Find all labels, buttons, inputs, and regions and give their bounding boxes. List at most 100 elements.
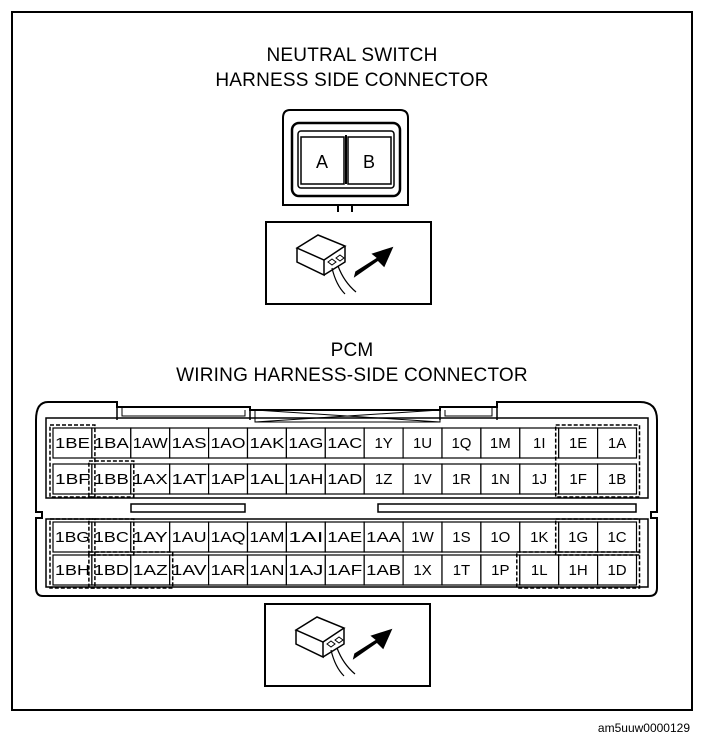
pcm-pin-cell (480, 554, 521, 586)
pcm-pin-label: 1T (453, 562, 471, 579)
pcm-pin-cell (246, 554, 288, 586)
pcm-pin-cell (324, 463, 365, 495)
pcm-pin-cell (480, 521, 521, 553)
pcm-pin-label: 1BE (55, 435, 90, 452)
pcm-pin-cell (285, 521, 326, 553)
pcm-pin-cell (130, 427, 171, 459)
pcm-pin-label: 1C (607, 529, 626, 546)
pcm-pin-label: 1H (569, 562, 588, 579)
pcm-pin-label: 1AC (327, 435, 362, 452)
pcm-pin-label: 1D (607, 562, 626, 579)
pcm-pin-label: 1X (413, 562, 431, 579)
pcm-pin-label: 1I (533, 435, 546, 452)
pcm-pin-label: 1E (569, 435, 587, 452)
pcm-pin-label: 1S (452, 529, 470, 546)
pcm-pin-cell (402, 427, 443, 459)
pcm-pin-label: 1BH (55, 562, 90, 579)
pcm-pin-cell (208, 463, 249, 495)
neutral-pin-b: B (363, 152, 375, 172)
pcm-pin-label: 1A (608, 435, 626, 452)
pcm-pin-cell (596, 554, 638, 586)
pcm-pin-label: 1M (490, 435, 511, 452)
pcm-pin-label: 1R (452, 471, 471, 488)
pcm-pin-label: 1AJ (288, 562, 323, 579)
pcm-pin-label: 1AY (133, 529, 168, 546)
pcm-pin-label: 1F (569, 471, 587, 488)
pcm-pin-label: 1AR (211, 562, 246, 579)
pcm-pin-cell (441, 463, 482, 495)
pcm-pin-label: 1AE (327, 529, 362, 546)
pcm-pin-cell (363, 554, 404, 586)
pcm-pin-cell (558, 463, 599, 495)
pcm-pin-cell (363, 427, 404, 459)
pcm-pin-label: 1AS (172, 435, 207, 452)
pcm-pin-label: 1Z (375, 471, 393, 488)
pcm-pin-label: 1BC (94, 529, 129, 546)
pcm-pin-label: 1AP (211, 471, 246, 488)
pcm-pin-group-outline (516, 551, 641, 589)
pcm-pin-cell (130, 521, 171, 553)
pcm-pin-label: 1AU (172, 529, 207, 546)
pcm-title-line1: PCM (330, 340, 374, 361)
pcm-pin-label: 1AM (250, 529, 285, 546)
pcm-pin-cell (91, 521, 132, 553)
pcm-pin-cell (402, 521, 443, 553)
pcm-pin-label: 1AH (288, 471, 323, 488)
neutral-pin-a: A (316, 152, 328, 172)
pcm-pin-label: 1L (531, 562, 548, 579)
pcm-pin-label: 1BD (94, 562, 129, 579)
pcm-pin-label: 1AA (366, 529, 401, 546)
pcm-pin-label: 1AZ (133, 562, 168, 579)
pcm-pin-cell (441, 554, 482, 586)
pcm-pin-label: 1K (530, 529, 548, 546)
pcm-pin-label: 1N (491, 471, 510, 488)
neutral-switch-title-line1: NEUTRAL SWITCH (266, 45, 438, 66)
pcm-pin-label: 1V (413, 471, 431, 488)
pcm-pin-cell (596, 463, 638, 495)
pcm-pin-label: 1BA (94, 435, 129, 452)
pcm-pin-cell (402, 554, 443, 586)
pcm-pin-label: 1B (608, 471, 626, 488)
pcm-pin-label: 1AD (327, 471, 362, 488)
pcm-pin-label: 1P (491, 562, 509, 579)
pcm-pin-cell (52, 427, 93, 459)
pcm-pin-group-outlines (49, 424, 641, 589)
pcm-pin-label: 1AO (211, 435, 246, 452)
pcm-pin-cell (558, 427, 599, 459)
pcm-pin-cell (519, 427, 560, 459)
pcm-pin-label: 1AK (250, 435, 285, 452)
pcm-pin-label: 1AT (172, 471, 207, 488)
pcm-pin-label: 1AI (288, 529, 323, 546)
pcm-pin-cell (324, 521, 365, 553)
pcm-pin-label: 1Y (374, 435, 392, 452)
pcm-pin-cell (519, 463, 560, 495)
pcm-pin-cell (52, 554, 93, 586)
probe-illustration-bottom-icon (264, 603, 431, 687)
pcm-pin-label: 1U (413, 435, 432, 452)
pcm-pin-label: 1G (568, 529, 588, 546)
pcm-pin-label: 1BG (55, 529, 90, 546)
pcm-pin-group-outline (49, 518, 96, 589)
pcm-pin-label: 1W (411, 529, 434, 546)
pcm-pin-group-outline (88, 460, 135, 498)
footer-code: am5uuw0000129 (597, 721, 690, 735)
pcm-pin-cell (91, 427, 132, 459)
pcm-pin-cell (130, 554, 171, 586)
pcm-pin-label: 1AG (288, 435, 323, 452)
pcm-pin-label: 1AL (250, 471, 285, 488)
pcm-pin-label: 1BF (55, 471, 90, 488)
pcm-pin-cell (208, 427, 249, 459)
pcm-pin-cell (208, 554, 249, 586)
diagram-frame (11, 11, 693, 711)
pcm-pin-cell (91, 463, 132, 495)
pcm-pin-cell (324, 554, 365, 586)
pcm-title-line2: WIRING HARNESS-SIDE CONNECTOR (176, 365, 528, 386)
pcm-pin-cell (402, 463, 443, 495)
pcm-pin-label: 1AN (250, 562, 285, 579)
pcm-pin-cell (480, 427, 521, 459)
pcm-pin-label: 1AF (327, 562, 362, 579)
pcm-pin-cell (285, 427, 326, 459)
neutral-switch-title-line2: HARNESS SIDE CONNECTOR (215, 70, 489, 91)
